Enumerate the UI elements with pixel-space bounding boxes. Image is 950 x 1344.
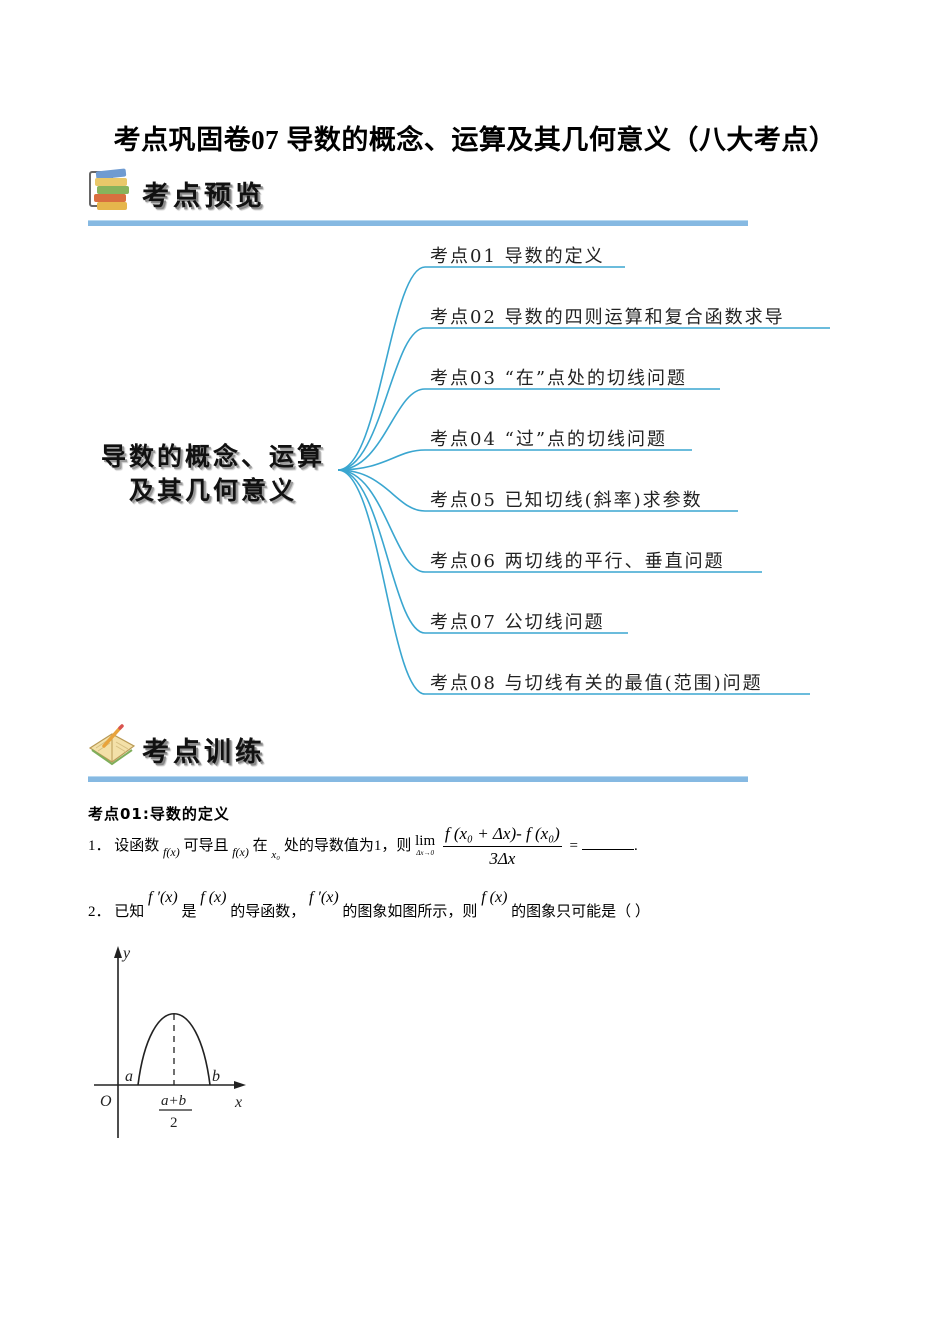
limit-expression: lim Δx→0 — [415, 832, 436, 859]
mindmap-branch-05: 考点05 已知切线(斜率)求参数 — [430, 490, 703, 511]
y-axis-label: y — [121, 945, 131, 962]
parabola-curve — [137, 1012, 211, 1086]
math-fx: f (x) — [481, 889, 508, 906]
midpoint-numerator: a+b — [161, 1093, 187, 1109]
question-end: . — [634, 837, 638, 854]
fraction: f (x₀ + Δx)- f (x₀) 3Δx — [442, 824, 562, 869]
pencil-book-icon — [88, 724, 136, 766]
lim-word: lim — [415, 832, 436, 849]
center-topic-line1: 导数的概念、运算 — [100, 442, 325, 471]
point-a-label: a — [125, 1068, 133, 1085]
question-text: 的图象只可能是（ ） — [511, 904, 650, 920]
y-axis-arrow-icon — [114, 946, 122, 958]
origin-label: O — [100, 1093, 112, 1110]
topic-heading: 考点01:导数的定义 — [88, 805, 230, 823]
fraction-denominator: 3Δx — [489, 849, 516, 868]
section-divider — [88, 220, 748, 226]
math-fprime-x: f ′(x) — [308, 889, 339, 906]
point-b-label: b — [212, 1068, 220, 1085]
question-number: 2． — [88, 904, 111, 920]
mindmap-branch-02: 考点02 导数的四则运算和复合函数求导 — [430, 307, 785, 328]
lim-subscript: Δx→0 — [416, 848, 434, 857]
derivative-graph-figure: y x O a b a+b 2 — [94, 945, 246, 1138]
answer-blank[interactable] — [582, 848, 635, 850]
mindmap-branch-07: 考点07 公切线问题 — [430, 612, 605, 633]
question-number: 1． — [88, 837, 111, 854]
math-fprime-x: f ′(x) — [148, 889, 178, 906]
training-section-header: 考点训练 — [88, 722, 748, 782]
question-text: 是 — [181, 904, 197, 920]
question-text: 的导函数， — [230, 904, 306, 920]
question-text: 的图象如图所示，则 — [342, 904, 478, 920]
mindmap-branch-06: 考点06 两切线的平行、垂直问题 — [430, 551, 725, 572]
preview-section-header: 考点预览 — [88, 166, 748, 226]
center-topic-line2: 及其几何意义 — [128, 476, 297, 505]
math-x0: x₀ — [271, 848, 281, 861]
books-icon — [89, 168, 129, 210]
mindmap-branch-03: 考点03 “在”点处的切线问题 — [430, 368, 688, 389]
mindmap-branch-04: 考点04 “过”点的切线问题 — [430, 429, 668, 450]
question-text: 已知 — [114, 904, 145, 920]
x-axis-arrow-icon — [234, 1081, 246, 1089]
mindmap-center-topic: 导数的概念、运算 及其几何意义 — [88, 440, 338, 508]
question-text: 在 — [252, 837, 268, 854]
mindmap-branch-01: 考点01 导数的定义 — [430, 246, 605, 267]
math-fx: f (x) — [200, 889, 227, 906]
math-fx: f(x) — [163, 844, 180, 859]
mindmap-branch-08: 考点08 与切线有关的最值(范围)问题 — [430, 673, 763, 694]
document-title: 考点巩固卷07 导数的概念、运算及其几何意义（八大考点） — [113, 125, 837, 155]
equals-sign: = — [569, 837, 579, 854]
math-fx: f(x) — [232, 844, 249, 859]
fraction-numerator: f (x₀ + Δx)- f (x₀) — [442, 824, 562, 847]
question-text: 可导且 — [183, 837, 229, 854]
midpoint-denominator: 2 — [170, 1115, 178, 1131]
preview-header-label: 考点预览 — [142, 181, 266, 212]
x-axis-label: x — [234, 1094, 242, 1111]
question-1: 1． 设函数 f(x) 可导且 f(x) 在 x₀ 处的导数值为1，则 lim … — [88, 824, 638, 869]
section-divider — [88, 776, 748, 782]
mindmap-connectors — [337, 266, 830, 695]
question-2: 2． 已知 f ′(x) 是 f (x) 的导函数， f ′(x) 的图象如图所… — [88, 889, 650, 921]
question-text: 处的导数值为1，则 — [283, 837, 412, 854]
question-text: 设函数 — [114, 837, 160, 854]
training-header-label: 考点训练 — [142, 737, 266, 768]
